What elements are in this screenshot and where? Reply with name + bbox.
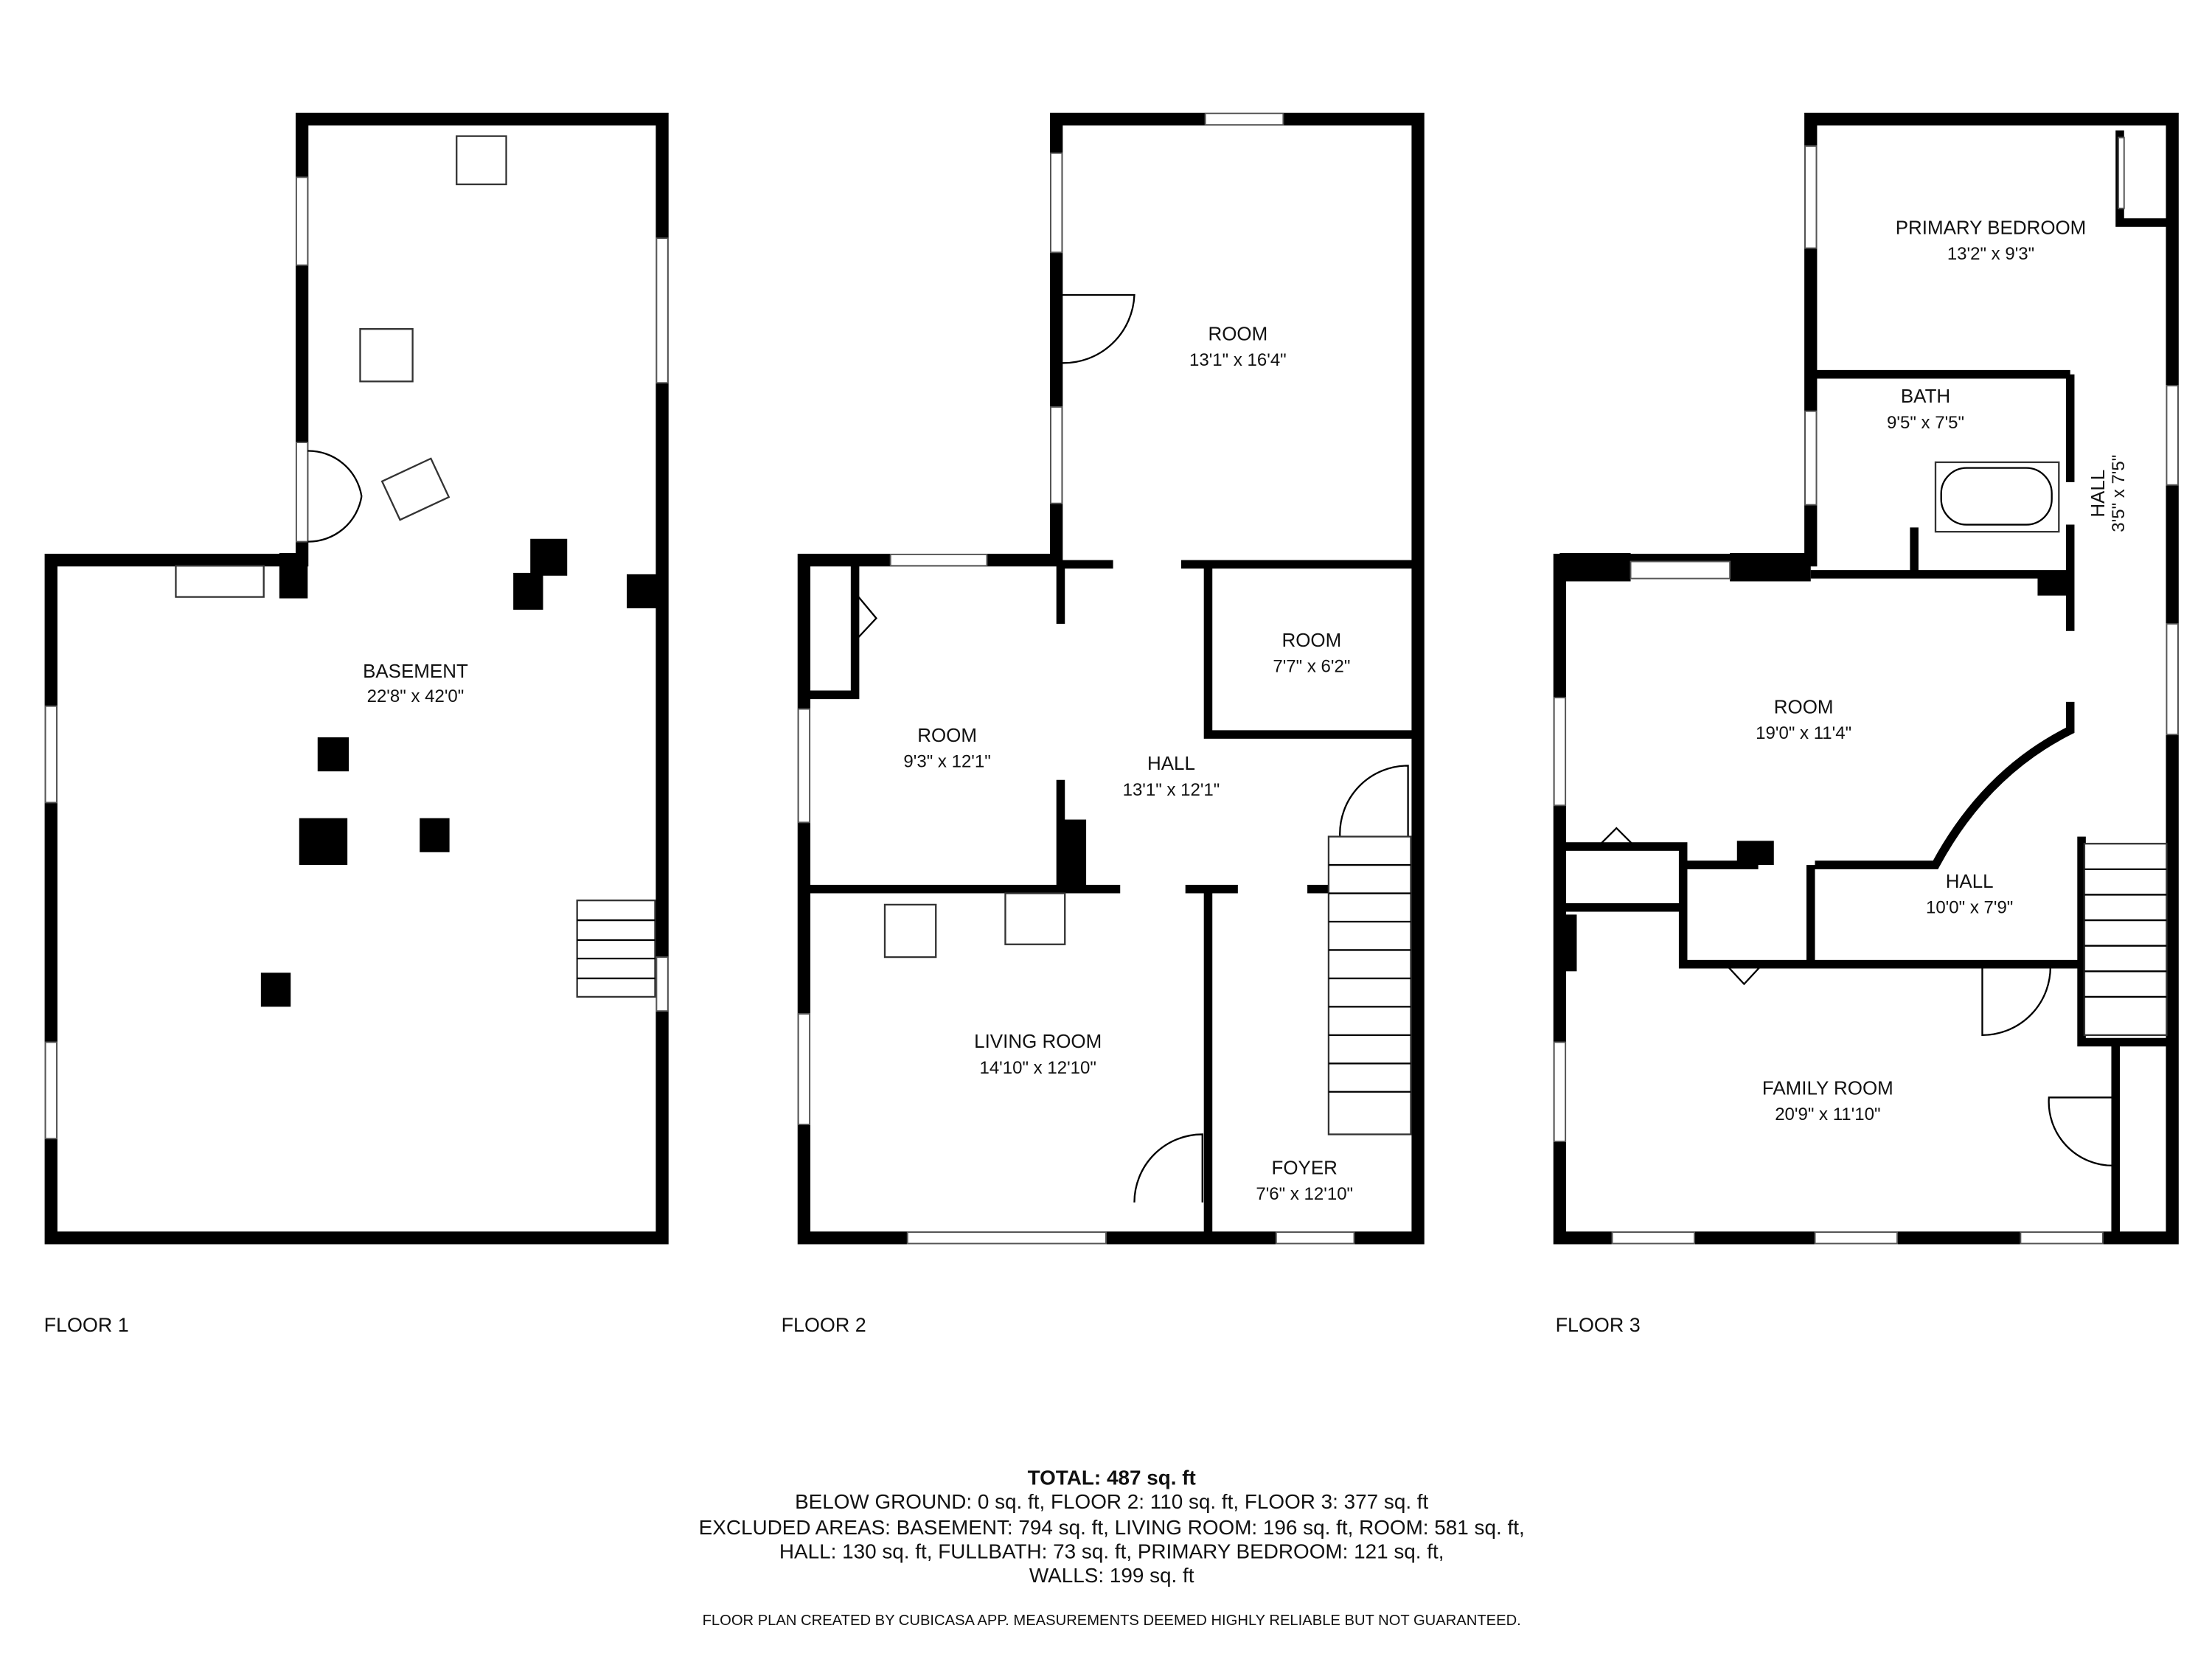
room-dims: 20'9" x 11'10"	[1775, 1105, 1880, 1124]
room-name: FOYER	[1272, 1156, 1338, 1178]
room-name: ROOM	[1281, 629, 1341, 651]
summary-line: HALL: 130 sq. ft, FULLBATH: 73 sq. ft, P…	[779, 1540, 1444, 1562]
room-dims: 13'2" x 9'3"	[1947, 244, 2034, 264]
room-name: HALL	[2087, 470, 2109, 518]
summary-line: WALLS: 199 sq. ft	[1029, 1564, 1194, 1587]
room-name: FAMILY ROOM	[1762, 1077, 1893, 1099]
room-dims: 9'3" x 12'1"	[903, 751, 990, 771]
area-summary: TOTAL: 487 sq. ft BELOW GROUND: 0 sq. ft…	[699, 1466, 1525, 1628]
room-name: ROOM	[1208, 323, 1267, 345]
room-dims: 9'5" x 7'5"	[1887, 413, 1964, 433]
stairs	[2083, 843, 2168, 1037]
floor-label: FLOOR 2	[782, 1314, 866, 1336]
floor-1-plan: BASEMENT 22'8" x 42'0" FLOOR 1	[44, 112, 669, 1336]
room-dims: 19'0" x 11'4"	[1756, 723, 1851, 743]
total-area: TOTAL: 487 sq. ft	[1028, 1466, 1196, 1489]
room-dims: 7'6" x 12'10"	[1256, 1184, 1353, 1204]
room-name: HALL	[1147, 752, 1195, 774]
room-name: BATH	[1901, 385, 1950, 407]
room-dims: 13'1" x 16'4"	[1189, 350, 1287, 370]
room-name: ROOM	[917, 724, 977, 746]
room-name: BASEMENT	[363, 660, 468, 682]
floor-label: FLOOR 3	[1556, 1314, 1641, 1336]
room-dims: 14'10" x 12'10"	[979, 1058, 1096, 1078]
summary-line: BELOW GROUND: 0 sq. ft, FLOOR 2: 110 sq.…	[795, 1490, 1428, 1513]
footer-disclaimer: FLOOR PLAN CREATED BY CUBICASA APP. MEAS…	[703, 1613, 1521, 1629]
floor-2-plan: ROOM 13'1" x 16'4" ROOM 7'7" x 6'2" ROOM…	[782, 112, 1425, 1336]
room-dims: 22'8" x 42'0"	[367, 686, 465, 706]
stairs	[1327, 835, 1412, 1135]
room-name: PRIMARY BEDROOM	[1896, 216, 2087, 238]
room-dims: 3'5" x 7'5"	[2109, 455, 2129, 532]
room-name: ROOM	[1774, 695, 1834, 717]
floor-3-plan: PRIMARY BEDROOM 13'2" x 9'3" BATH 9'5" x…	[1553, 112, 2179, 1336]
stairs	[576, 900, 656, 998]
room-dims: 13'1" x 12'1"	[1123, 780, 1220, 800]
room-name: HALL	[1946, 870, 1994, 892]
room-dims: 10'0" x 7'9"	[1926, 897, 2013, 917]
summary-line: EXCLUDED AREAS: BASEMENT: 794 sq. ft, LI…	[699, 1516, 1525, 1539]
room-name: LIVING ROOM	[974, 1030, 1102, 1052]
floor-label: FLOOR 1	[44, 1314, 129, 1336]
room-dims: 7'7" x 6'2"	[1273, 657, 1350, 677]
